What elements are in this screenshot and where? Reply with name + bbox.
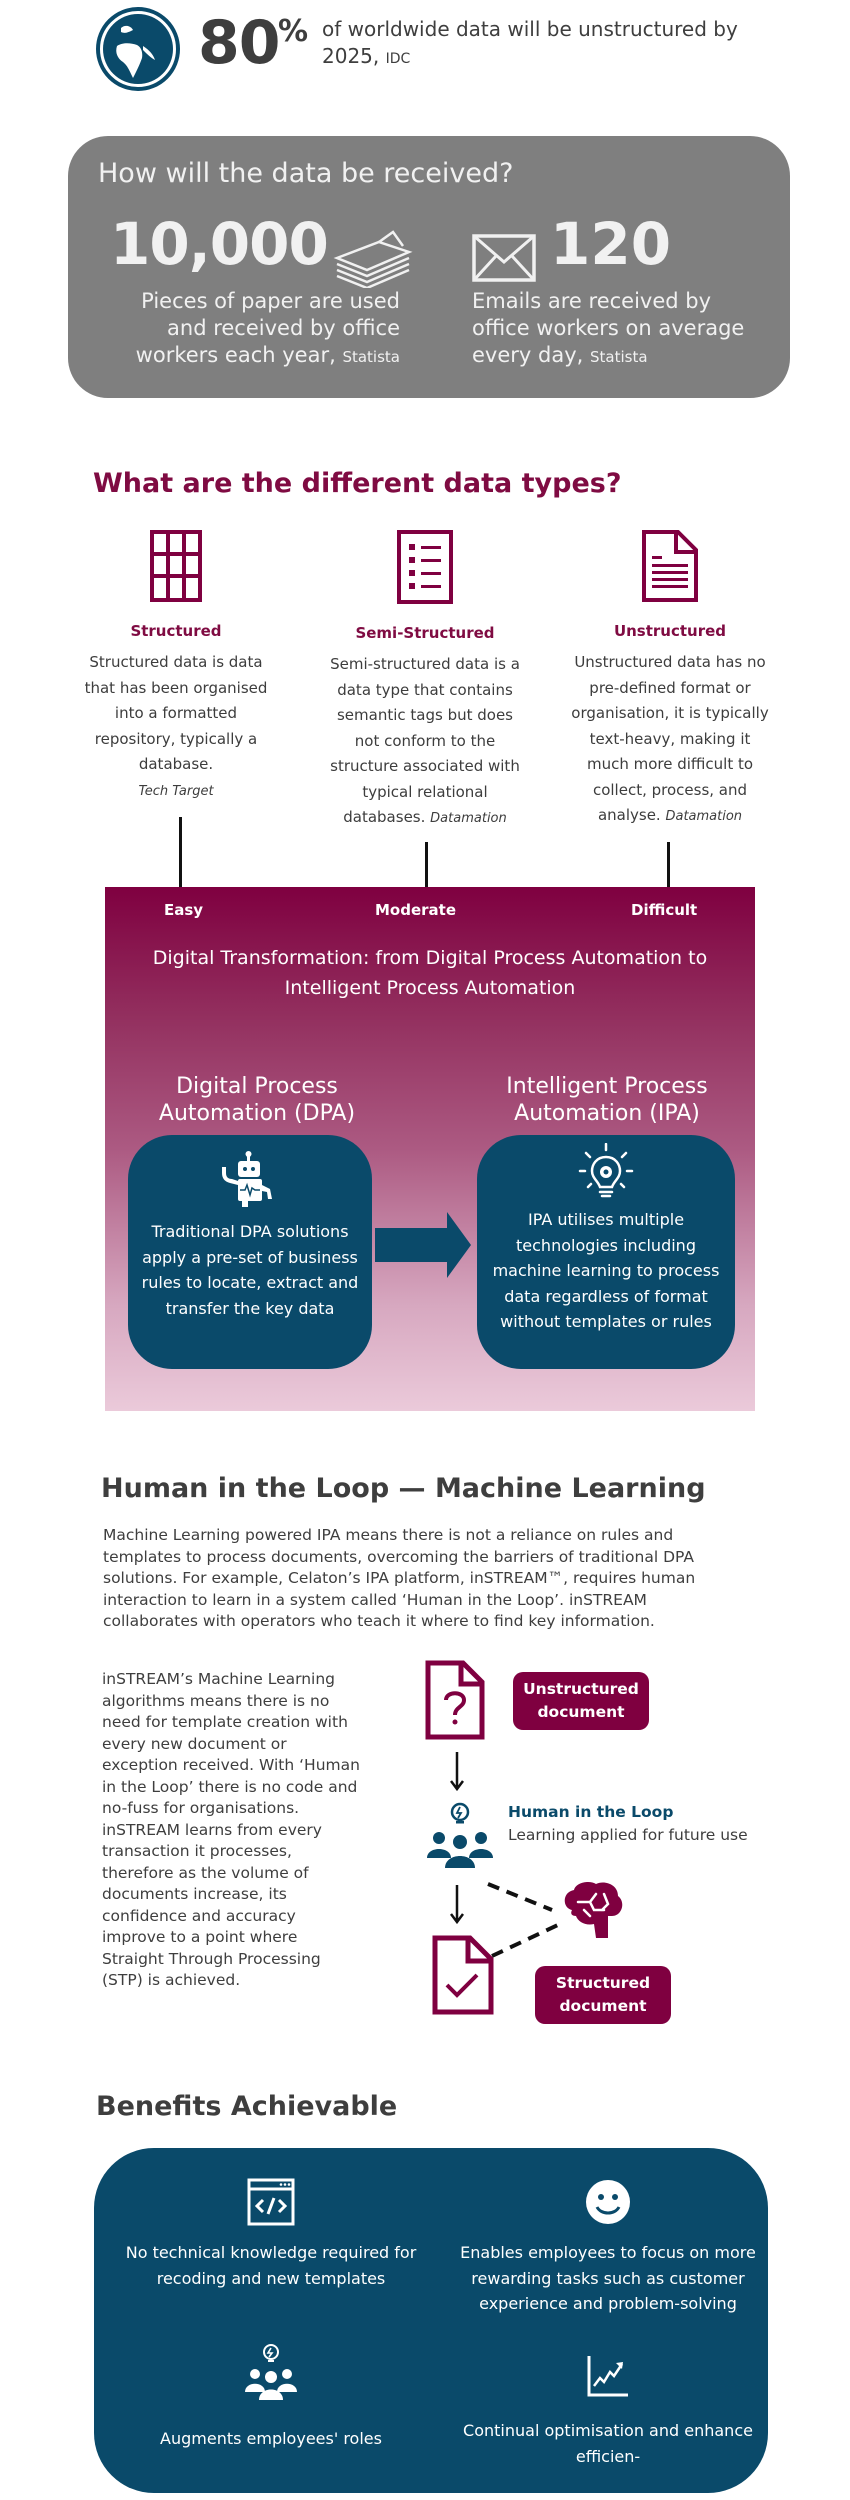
transformation-title: Digital Transformation: from Digital Pro… <box>152 947 708 999</box>
ipa-description: IPA utilises multiple technologies inclu… <box>492 1210 720 1331</box>
down-arrow-icon <box>450 1752 464 1792</box>
hitl-intro: Machine Learning powered IPA means there… <box>103 1526 696 1630</box>
benefits-title: Benefits Achievable <box>96 2091 398 2122</box>
data-type-text: Structured data is data that has been or… <box>84 653 268 773</box>
transformation-panel: Easy Moderate Difficult Digital Transfor… <box>105 887 755 1411</box>
benefits-card: No technical knowledge required for reco… <box>94 2148 768 2493</box>
data-type-unstructured: Unstructured Unstructured data has no pr… <box>570 530 770 830</box>
team-idea-icon <box>427 1802 493 1868</box>
difficulty-difficult: Difficult <box>631 901 698 919</box>
hitl-title: Human in the Loop — Machine Learning <box>101 1473 706 1504</box>
lightbulb-gear-icon <box>578 1143 634 1198</box>
dashed-connector <box>487 1882 561 1958</box>
paper-stat-value: 10,000 <box>110 210 329 278</box>
code-window-icon <box>247 2178 295 2226</box>
difficulty-easy: Easy <box>164 901 204 919</box>
email-stat-description: Emails are received by office workers on… <box>472 288 772 371</box>
text-document-icon <box>642 530 698 602</box>
human-in-loop-label: Human in the Loop <box>508 1803 674 1821</box>
benefit-item: Enables employees to focus on more rewar… <box>458 2178 758 2317</box>
connector-line <box>425 842 428 887</box>
smiley-icon <box>586 2180 630 2224</box>
data-type-label: Structured <box>130 622 222 640</box>
paper-stat-source: Statista <box>342 348 400 366</box>
data-type-semi-structured: Semi-Structured Semi-structured data is … <box>325 530 525 832</box>
right-arrow-icon <box>375 1212 471 1278</box>
data-type-text: Semi-structured data is a data type that… <box>330 655 520 826</box>
email-stat-text: Emails are received by office workers on… <box>472 289 745 367</box>
difficulty-moderate: Moderate <box>375 901 457 919</box>
human-in-loop-sublabel: Learning applied for future use <box>508 1826 748 1844</box>
check-document-icon <box>432 1935 494 2015</box>
stat-unit: % <box>278 14 309 49</box>
email-stat-source: Statista <box>590 348 648 366</box>
stat-description: of worldwide data will be unstructured b… <box>322 16 762 73</box>
benefit-item: No technical knowledge required for reco… <box>121 2178 421 2291</box>
data-type-description: Structured data is data that has been or… <box>76 650 276 804</box>
globe-icon <box>96 7 180 91</box>
data-type-source: Tech Target <box>138 783 214 799</box>
data-type-text: Unstructured data has no pre-defined for… <box>571 653 769 824</box>
benefit-text: Enables employees to focus on more rewar… <box>460 2243 756 2313</box>
stat-source: IDC <box>385 51 411 67</box>
section-title: How will the data be received? <box>98 158 514 189</box>
paper-stack-icon <box>333 230 413 288</box>
dpa-card: Traditional DPA solutions apply a pre-se… <box>128 1135 372 1369</box>
data-type-label: Unstructured <box>613 622 727 640</box>
connector-line <box>179 817 182 887</box>
stat-value: 80 <box>198 8 280 78</box>
benefit-text: No technical knowledge required for reco… <box>125 2243 417 2288</box>
data-type-source: Datamation <box>665 809 743 824</box>
ipa-title: Intelligent Process Automation (IPA) <box>506 1074 708 1126</box>
ipa-card: IPA utilises multiple technologies inclu… <box>477 1135 735 1369</box>
hitl-body: inSTREAM’s Machine Learning algorithms m… <box>102 1670 360 1989</box>
data-received-card: How will the data be received? 10,000 Pi… <box>68 136 790 398</box>
dpa-description: Traditional DPA solutions apply a pre-se… <box>141 1222 359 1318</box>
data-type-source: Datamation <box>430 811 507 826</box>
data-type-description: Semi-structured data is a data type that… <box>325 652 525 832</box>
grid-table-icon <box>150 530 202 602</box>
unstructured-document-label: Unstructured document <box>513 1672 649 1730</box>
benefit-text: Augments employees' roles <box>160 2429 382 2448</box>
dpa-title: Digital Process Automation (DPA) <box>158 1074 356 1126</box>
stat-text: of worldwide data will be unstructured b… <box>322 17 738 68</box>
data-type-structured: Structured Structured data is data that … <box>76 530 276 804</box>
data-type-label: Semi-Structured <box>355 624 495 642</box>
data-type-description: Unstructured data has no pre-defined for… <box>570 650 770 830</box>
team-idea-icon <box>245 2344 297 2400</box>
connector-line <box>667 842 670 887</box>
question-document-icon <box>425 1660 485 1740</box>
paper-stat-description: Pieces of paper are used and received by… <box>98 288 400 371</box>
data-types-title: What are the different data types? <box>93 468 622 499</box>
structured-document-label: Structured document <box>535 1966 671 2024</box>
email-stat-value: 120 <box>550 210 672 278</box>
robot-icon <box>222 1151 272 1207</box>
benefit-item: Continual optimisation and enhance effic… <box>458 2354 758 2469</box>
benefit-item: Augments employees' roles <box>121 2342 421 2452</box>
down-arrow-icon <box>450 1885 464 1925</box>
growth-chart-icon <box>587 2356 628 2397</box>
paper-stat-text: Pieces of paper are used and received by… <box>135 289 400 367</box>
list-document-icon <box>397 530 453 604</box>
brain-icon <box>564 1882 623 1938</box>
envelope-icon <box>472 234 536 282</box>
benefit-text: Continual optimisation and enhance effic… <box>463 2421 753 2466</box>
